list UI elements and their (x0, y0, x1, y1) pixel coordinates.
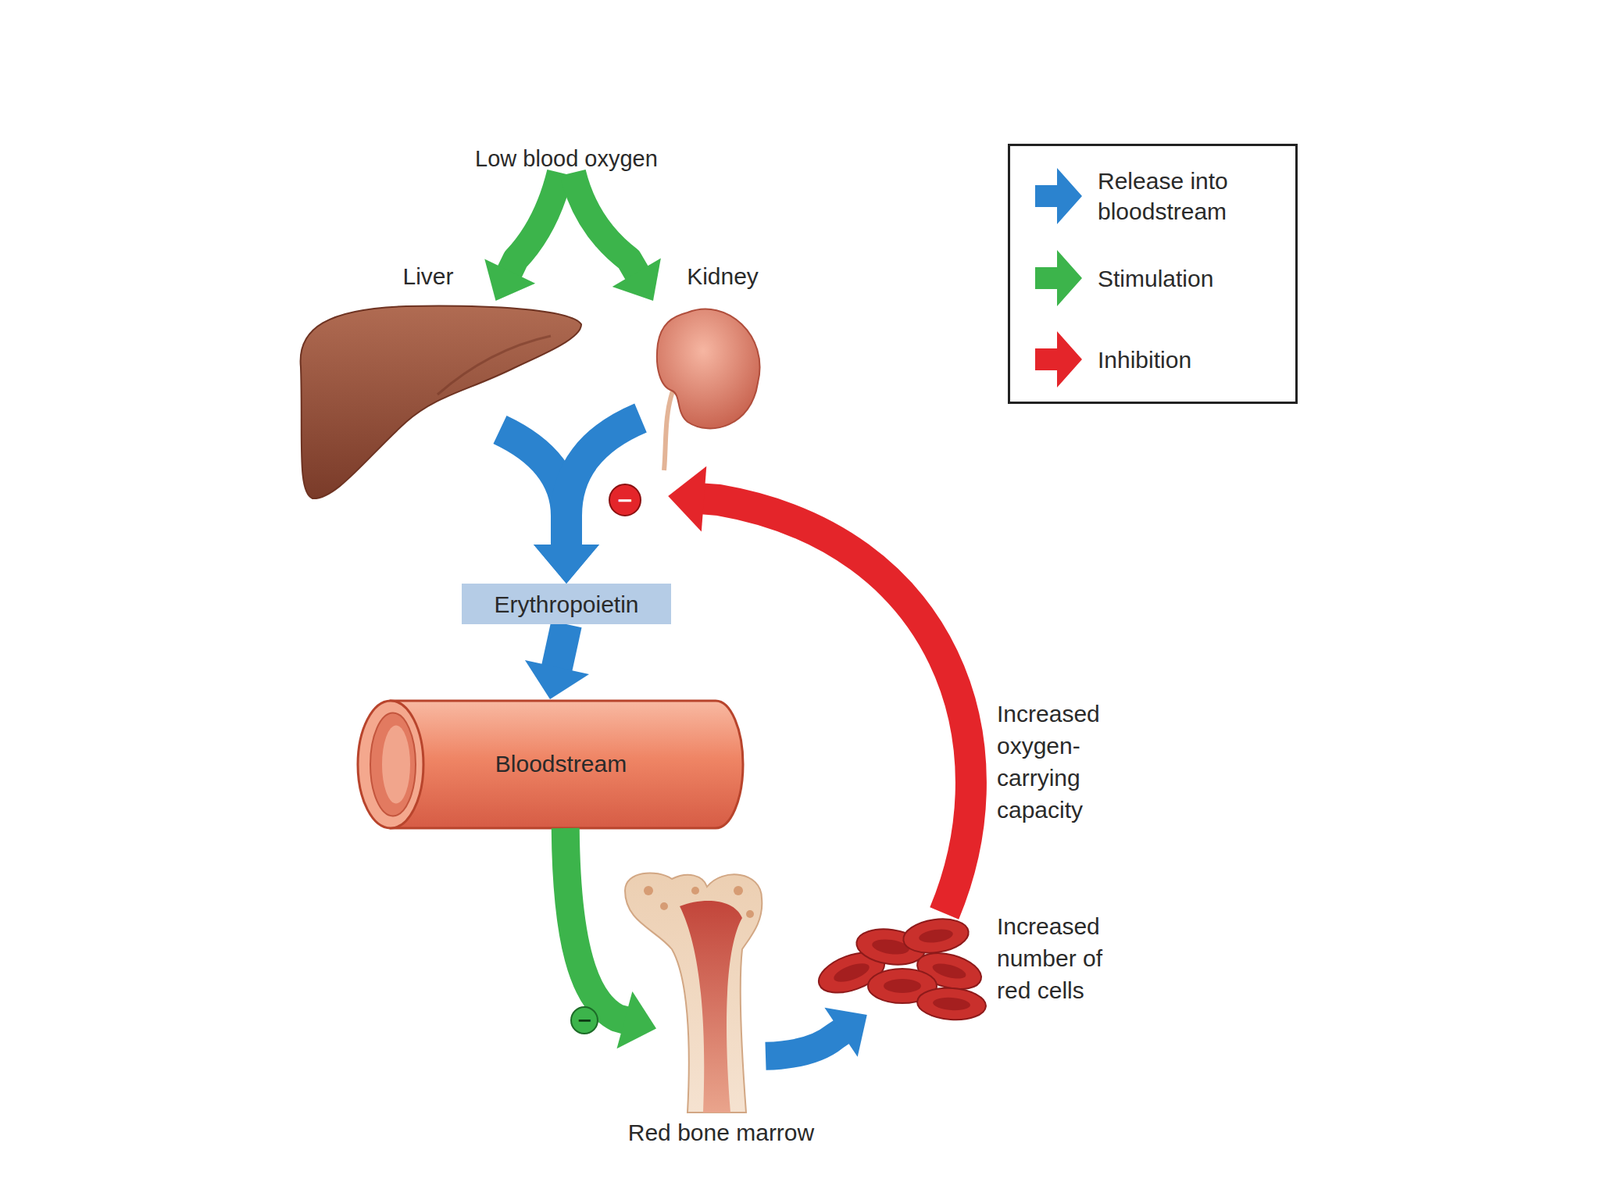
red-cell-dimple (917, 927, 954, 945)
red-cell-dimple (831, 959, 872, 986)
spongy-bone (733, 885, 743, 896)
bone-marrow-node: Red bone marrow (656, 872, 766, 1113)
red-cell-dimple (932, 996, 972, 1011)
legend-swatch (1033, 166, 1084, 226)
edge-label: Increased oxygen- carrying capacity (996, 697, 1134, 826)
arrow-shaft (572, 172, 638, 274)
ureter (664, 389, 674, 471)
inhibition-arrow (667, 466, 972, 914)
release-arrow (765, 1007, 868, 1058)
arrow-head (525, 660, 590, 700)
node-text: Bloodstream (357, 699, 743, 829)
node-text: Low blood oxygen (460, 144, 672, 173)
arrow-head (824, 1007, 867, 1058)
arrow-head (612, 258, 661, 301)
organ-node: Liver (296, 300, 582, 430)
arrow-shaft (557, 624, 567, 669)
stimulation-arrow (565, 828, 657, 1049)
spongy-bone (746, 910, 754, 918)
vessel-node: Bloodstream (357, 699, 743, 829)
arrow-head (484, 259, 536, 301)
legend-text: Stimulation (1097, 242, 1286, 314)
node-text: Liver (389, 260, 468, 293)
node-text: Red bone marrow (596, 1116, 847, 1149)
legend-swatch (1033, 329, 1084, 390)
legend-arrow (1035, 167, 1083, 225)
legend-row: Inhibition (1010, 324, 1296, 395)
arrow-shaft (765, 1031, 843, 1057)
organ-node: Kidney (640, 300, 766, 497)
node-text: Erythropoietin (461, 583, 672, 625)
vessel-opening (357, 700, 424, 829)
arrow-shaft (509, 172, 561, 273)
stimulation-arrow (572, 172, 661, 301)
stimulation-arrow (484, 172, 561, 301)
legend-swatch (1033, 248, 1084, 308)
arrow-head (667, 466, 707, 533)
liver-crease (437, 335, 551, 395)
kidney-illustration (657, 309, 761, 429)
red-cells-illustration (813, 914, 987, 1022)
legend-box: Release into bloodstreamStimulationInhib… (1007, 143, 1298, 404)
legend-row: Stimulation (1010, 242, 1296, 314)
spongy-bone (691, 886, 700, 895)
arrow-shaft (566, 417, 641, 547)
condition-text-node: Low blood oxygen (460, 144, 672, 173)
sign-symbol: − (570, 1006, 599, 1035)
legend-text: Release into bloodstream (1097, 160, 1286, 232)
sign-symbol: − (608, 483, 642, 517)
arrow-shaft (702, 498, 972, 914)
red-cells-node: Increased number of red cells (812, 913, 989, 1015)
legend-arrow (1035, 250, 1083, 307)
spongy-bone (643, 885, 654, 896)
red-cell (900, 914, 971, 957)
spongy-bone (660, 902, 668, 911)
legend-text: Inhibition (1097, 324, 1286, 395)
release-arrow (533, 417, 641, 584)
arrow-head (617, 991, 657, 1049)
bone-illustration (625, 872, 762, 1113)
node-text: Increased number of red cells (996, 910, 1134, 1007)
vessel-lumen-inner (382, 725, 411, 804)
arrow-head (533, 544, 600, 584)
red-cell-dimple (883, 978, 922, 993)
node-text: Kidney (660, 260, 786, 293)
legend-arrow (1035, 331, 1083, 388)
red-marrow (679, 900, 743, 1113)
red-cell-dimple (931, 960, 968, 983)
arrow-shaft (565, 828, 627, 1021)
legend-row: Release into bloodstream (1010, 160, 1296, 232)
release-arrow (525, 624, 590, 700)
vessel-lumen (370, 713, 416, 817)
arrow-head (533, 544, 600, 584)
hormone-box: Erythropoietin (461, 583, 672, 625)
red-cell (916, 985, 988, 1022)
